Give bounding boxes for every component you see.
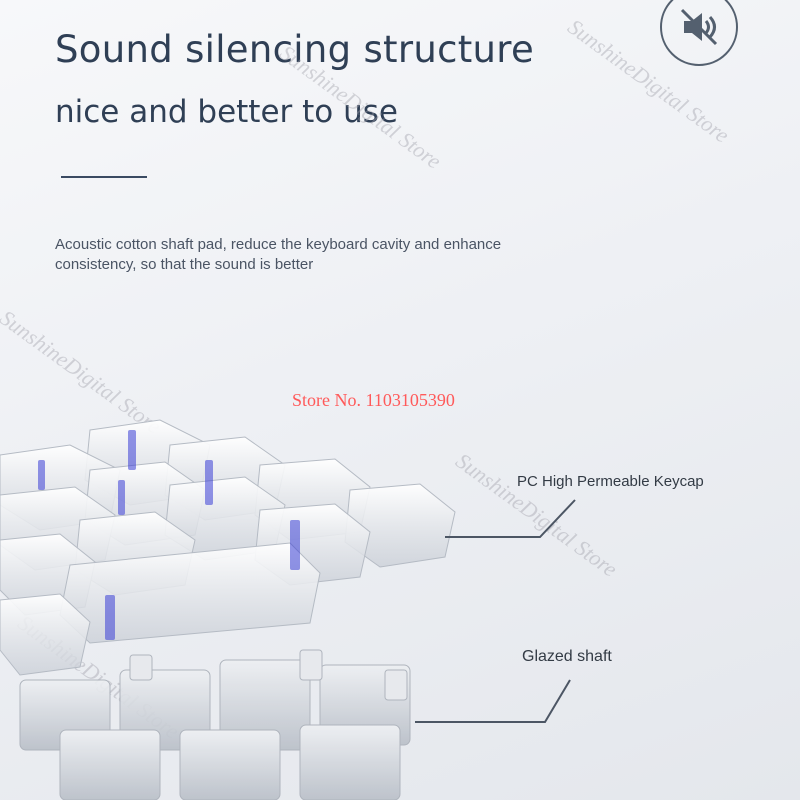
- speaker-muted-icon: [660, 0, 738, 66]
- page-subtitle: nice and better to use: [55, 94, 398, 130]
- callout-keycap: PC High Permeable Keycap: [517, 473, 704, 490]
- description-text: Acoustic cotton shaft pad, reduce the ke…: [55, 236, 502, 273]
- store-number: Store No. 1103105390: [292, 390, 455, 410]
- page-title: Sound silencing structure: [55, 28, 535, 71]
- transparent-keyboard-illustration: [0, 419, 456, 800]
- callout-shaft: Glazed shaft: [522, 648, 612, 665]
- title-divider: [61, 176, 147, 178]
